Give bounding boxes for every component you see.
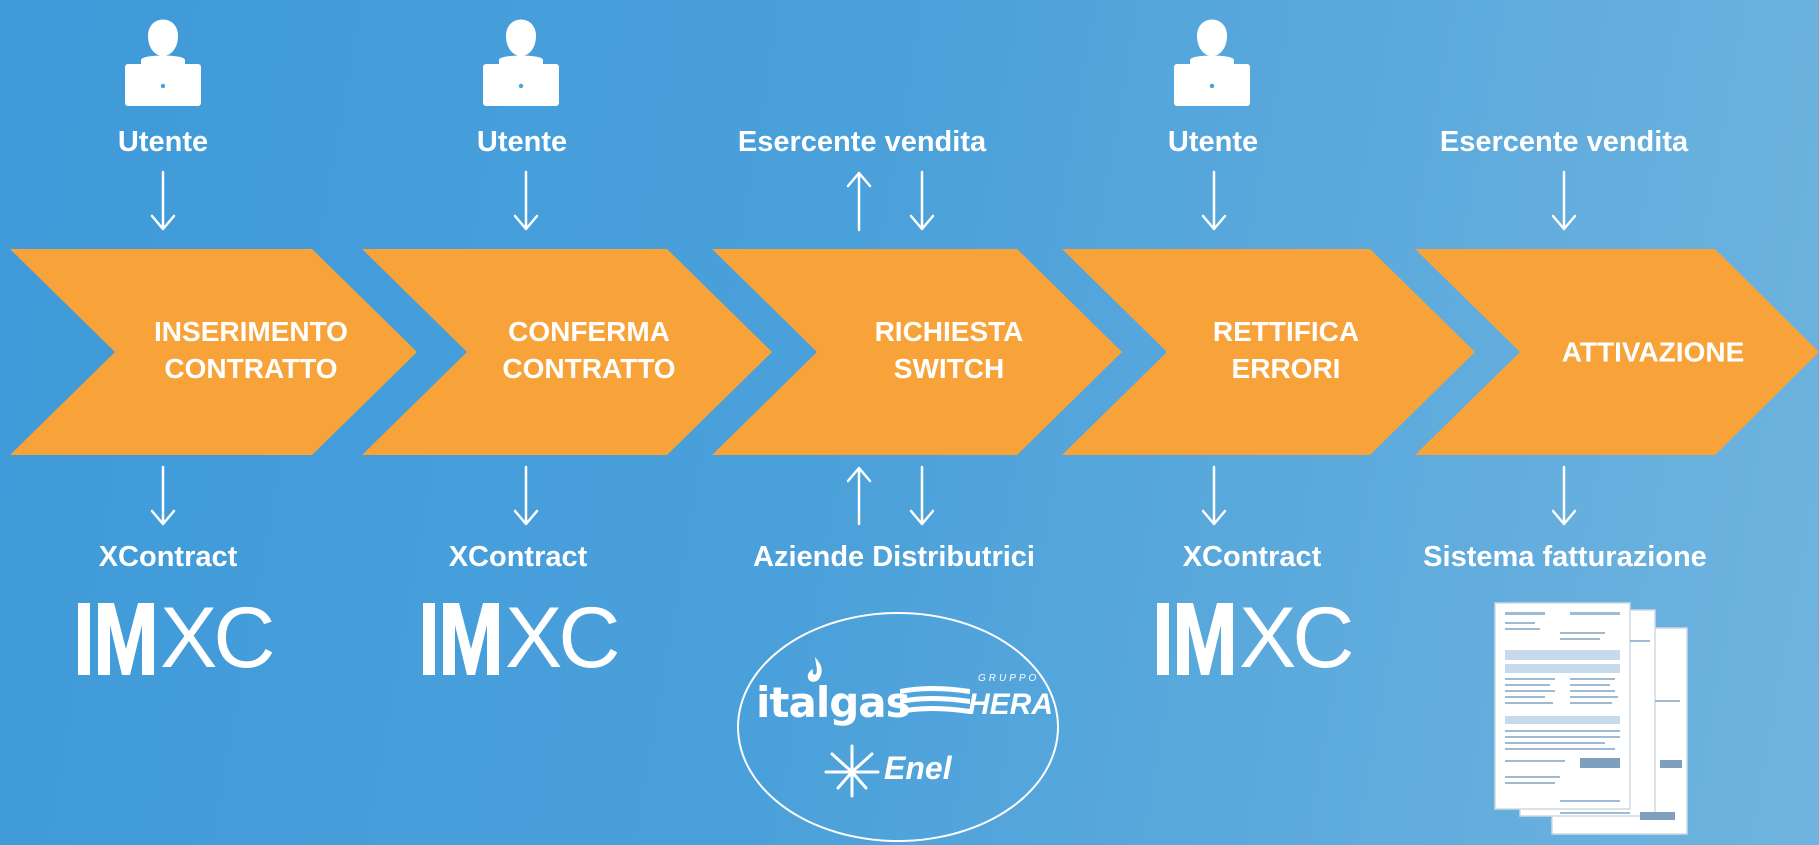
chevron-step-4 (1062, 249, 1475, 455)
step-label-inserimento: INSERIMENTO CONTRATTO (121, 313, 381, 387)
step-label-richiesta: RICHIESTA SWITCH (819, 313, 1079, 387)
arrow-down-icon (513, 465, 539, 526)
arrow-down-icon (1201, 170, 1227, 231)
arrow-up-icon (846, 171, 872, 232)
hera-wave-icon (900, 686, 970, 714)
hera-logo: HERA (968, 688, 1054, 721)
actor-label-top: Utente (117, 126, 209, 158)
arrow-up-icon (846, 466, 872, 526)
arrow-down-icon (1551, 170, 1577, 231)
arrow-down-icon (909, 170, 935, 231)
arrow-down-icon (150, 170, 176, 231)
flame-icon (807, 657, 822, 682)
step-line: SWITCH (893, 353, 1005, 384)
step-line: CONTRATTO (502, 353, 676, 384)
system-label-bottom: XContract (98, 541, 238, 573)
system-label-bottom: XContract (1182, 541, 1322, 573)
chevron-step-1 (10, 249, 417, 455)
user-laptop-icon (483, 19, 559, 106)
step-line: CONFERMA (508, 316, 670, 347)
enel-logo: Enel (884, 750, 952, 786)
italgas-logo: italgas (756, 678, 911, 727)
actor-label-top: Esercente vendita (737, 126, 987, 158)
system-label-bottom: XContract (448, 541, 588, 573)
chevron-step-3 (712, 249, 1122, 455)
mxc-logo (1157, 603, 1233, 675)
step-line: CONTRATTO (164, 353, 338, 384)
step-line: ERRORI (1231, 353, 1341, 384)
step-line: RETTIFICA (1212, 316, 1360, 347)
mxc-logo-letters: XC (1239, 590, 1354, 686)
user-laptop-icon (1174, 19, 1250, 106)
hera-group-text: GRUPPO (978, 673, 1040, 684)
step-label-attivazione: ATTIVAZIONE (1523, 334, 1783, 371)
distributors-logos-oval (737, 612, 1059, 842)
actor-label-top: Utente (1167, 126, 1259, 158)
mxc-logo-letters: XC (505, 590, 620, 686)
user-laptop-icon (125, 19, 201, 106)
chevron-step-5 (1415, 249, 1819, 455)
arrow-down-icon (150, 465, 176, 526)
chevron-step-2 (362, 249, 772, 455)
actor-label-top: Utente (476, 126, 568, 158)
mxc-logo (78, 603, 154, 675)
step-label-conferma: CONFERMA CONTRATTO (459, 313, 719, 387)
system-label-bottom: Aziende Distributrici (753, 541, 1035, 573)
invoice-document-icon (1494, 602, 1688, 835)
arrow-down-icon (1201, 465, 1227, 526)
step-line: RICHIESTA (874, 316, 1024, 347)
step-label-rettifica: RETTIFICA ERRORI (1156, 313, 1416, 387)
step-line: INSERIMENTO (154, 316, 348, 347)
enel-flower-icon (824, 744, 880, 798)
arrow-down-icon (513, 170, 539, 231)
arrow-down-icon (909, 465, 935, 526)
arrow-down-icon (1551, 465, 1577, 526)
system-label-bottom: Sistema fatturazione (1423, 541, 1707, 573)
actor-label-top: Esercente vendita (1439, 126, 1689, 158)
mxc-logo (423, 603, 499, 675)
step-line: ATTIVAZIONE (1561, 336, 1745, 368)
mxc-logo-letters: XC (160, 590, 275, 686)
